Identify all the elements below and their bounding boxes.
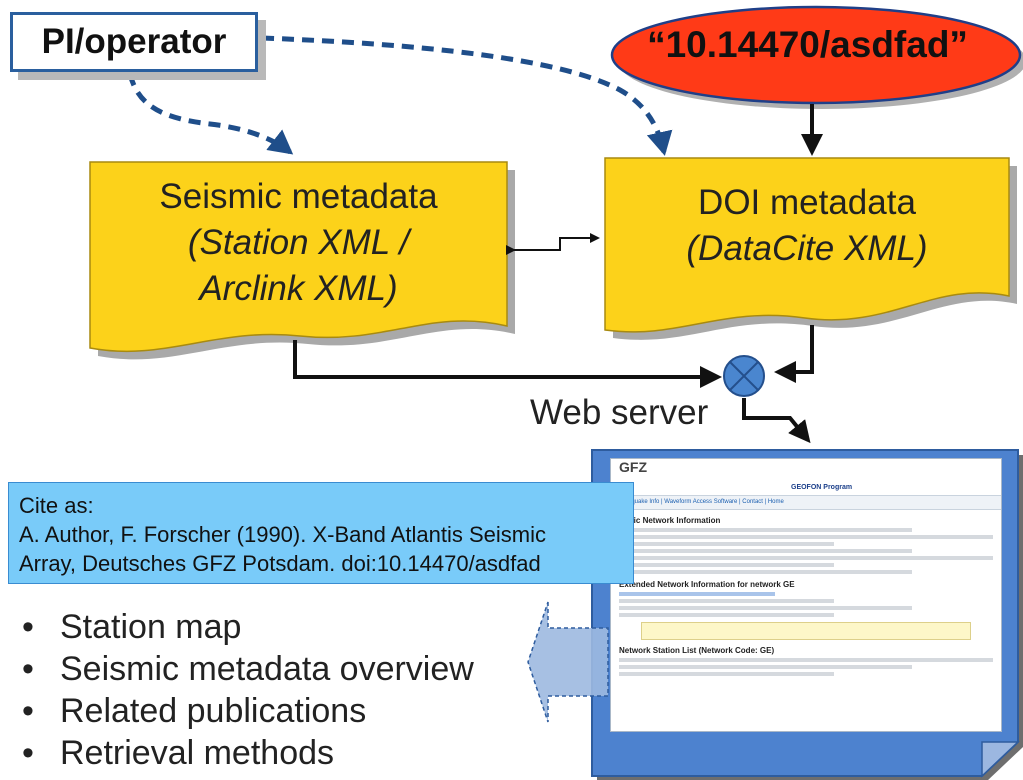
seismic-metadata-subtitle-2: Arclink XML) bbox=[199, 269, 398, 308]
dashed-arrow-to-seismic bbox=[127, 73, 294, 155]
text-line bbox=[619, 535, 993, 539]
gfz-logo: GFZ bbox=[619, 459, 647, 475]
dashed-arrow-to-doi bbox=[261, 35, 673, 156]
bidirectional-connector bbox=[506, 233, 600, 255]
arrow-server-to-webpage bbox=[742, 398, 811, 444]
text-line bbox=[619, 665, 912, 669]
feature-item: Station map bbox=[22, 606, 474, 648]
cite-heading: Cite as: bbox=[19, 493, 94, 518]
cite-line-1: A. Author, F. Forscher (1990). X-Band At… bbox=[19, 522, 547, 547]
seismic-metadata-text: Seismic metadata (Station XML / Arclink … bbox=[90, 174, 507, 312]
pi-operator-box: PI/operator bbox=[10, 12, 258, 72]
text-line bbox=[619, 570, 912, 574]
webpage-section-extended: Extended Network Information for network… bbox=[619, 580, 795, 589]
text-line bbox=[619, 556, 993, 560]
webpage-nav: Earthquake Info | Waveform Access Softwa… bbox=[611, 496, 1001, 510]
text-line bbox=[619, 672, 834, 676]
doi-oval bbox=[610, 5, 1022, 105]
doi-metadata-subtitle: (DataCite XML) bbox=[686, 229, 928, 268]
web-server-label: Web server bbox=[530, 393, 709, 432]
text-line bbox=[619, 563, 834, 567]
link-line bbox=[619, 592, 775, 596]
text-line bbox=[619, 658, 993, 662]
webpage-screenshot: GFZ GEOFON Program Earthquake Info | Wav… bbox=[610, 458, 1002, 732]
webpage-section-basic: Basic Network Information bbox=[619, 516, 721, 525]
seismic-metadata-document bbox=[89, 161, 508, 353]
cite-box: Cite as: A. Author, F. Forscher (1990). … bbox=[8, 482, 634, 584]
arrow-seismic-to-server bbox=[293, 340, 722, 388]
pi-operator-label: PI/operator bbox=[41, 22, 227, 61]
doi-metadata-document bbox=[604, 157, 1010, 333]
doi-metadata-title: DOI metadata bbox=[698, 183, 916, 222]
text-line bbox=[619, 542, 834, 546]
text-line bbox=[619, 599, 834, 603]
text-line bbox=[619, 549, 912, 553]
feature-list: Station map Seismic metadata overview Re… bbox=[22, 606, 474, 774]
text-line bbox=[619, 613, 834, 617]
webpage-program-title: GEOFON Program bbox=[791, 484, 853, 491]
cite-line-2: Array, Deutsches GFZ Potsdam. doi:10.144… bbox=[19, 551, 541, 576]
feature-item: Seismic metadata overview bbox=[22, 648, 474, 690]
doi-identifier: “10.14470/asdfad” bbox=[647, 24, 968, 65]
doi-metadata-text: DOI metadata (DataCite XML) bbox=[605, 180, 1009, 272]
text-line bbox=[619, 606, 912, 610]
info-arrow bbox=[527, 601, 609, 723]
seismic-metadata-subtitle-1: (Station XML / bbox=[187, 223, 410, 262]
feature-item: Related publications bbox=[22, 690, 474, 732]
webpage-section-stations: Network Station List (Network Code: GE) bbox=[619, 646, 775, 655]
text-line bbox=[619, 528, 912, 532]
webpage-page-curl bbox=[981, 741, 1020, 778]
arrow-doi-to-server bbox=[774, 325, 814, 383]
citation-note bbox=[641, 622, 971, 640]
webpage-header: GFZ GEOFON Program bbox=[611, 459, 1001, 496]
seismic-metadata-title: Seismic metadata bbox=[159, 177, 438, 216]
feature-item: Retrieval methods bbox=[22, 732, 474, 774]
